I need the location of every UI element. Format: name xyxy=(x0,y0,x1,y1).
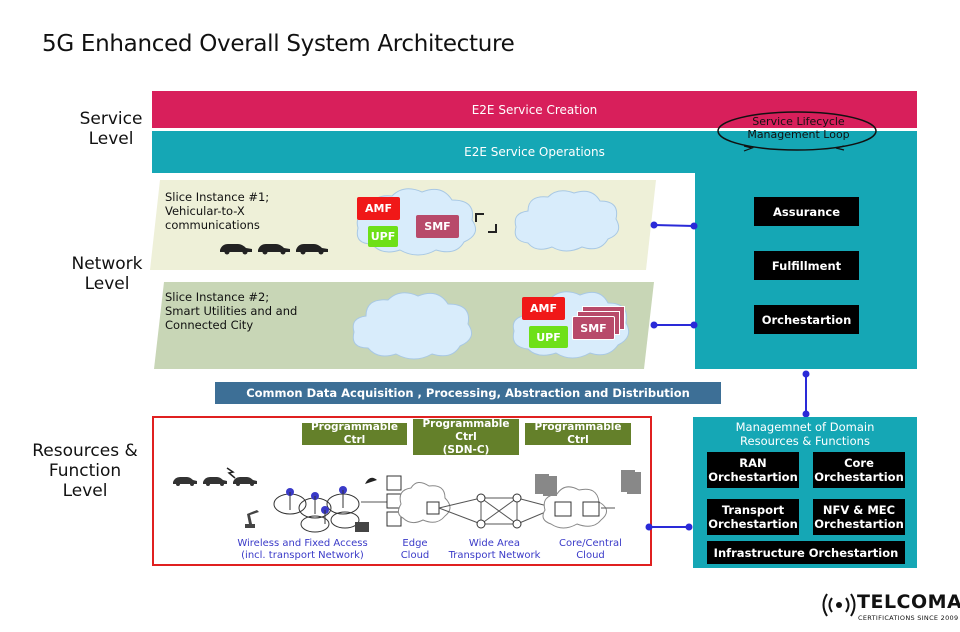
core-orchestration-box: Core Orchestartion xyxy=(813,452,905,488)
slice1-upf-box: UPF xyxy=(368,226,398,247)
core-central-cloud-label: Core/Central Cloud xyxy=(559,538,622,561)
programmable-ctrl-sdnc-label: Programmable Ctrl (SDN-C) xyxy=(422,417,510,456)
e2e-service-operations-label: E2E Service Operations xyxy=(464,145,605,159)
slice1-smf-label: SMF xyxy=(424,220,451,233)
slice2-upf-label: UPF xyxy=(536,330,561,344)
slice2-amf-box: AMF xyxy=(522,297,565,320)
lifecycle-loop-label: Service Lifecycle Management Loop xyxy=(747,115,850,141)
satellite-dish-icon xyxy=(365,477,377,484)
resource-network-diagram xyxy=(173,467,641,533)
factory-icon xyxy=(355,522,369,532)
slice2-smf-box: SMF xyxy=(572,316,615,340)
orchestration-box: Orchestartion xyxy=(754,305,859,334)
programmable-ctrl-3: Programmable Ctrl xyxy=(525,421,631,446)
slice2-amf-label: AMF xyxy=(530,302,557,315)
programmable-ctrl-sdnc: Programmable Ctrl (SDN-C) xyxy=(413,417,519,456)
ran-orchestration-label: RAN Orchestartion xyxy=(708,456,798,484)
slice1-amf-label: AMF xyxy=(365,202,392,215)
e2e-service-operations-bar: E2E Service Operations xyxy=(152,131,917,173)
infrastructure-orchestration-box: Infrastructure Orchestartion xyxy=(707,541,905,564)
slice2-cloud-icon xyxy=(352,292,473,360)
fulfillment-label: Fulfillment xyxy=(771,258,842,273)
transport-orchestration-box: Transport Orchestartion xyxy=(707,499,799,535)
slice1-label: Slice Instance #1; Vehicular-to-X commun… xyxy=(165,190,270,232)
service-level-label: Service Level xyxy=(79,109,143,149)
resource-connector xyxy=(645,523,693,531)
nfv-mec-orchestration-label: NFV & MEC Orchestartion xyxy=(814,503,904,531)
fulfillment-box: Fulfillment xyxy=(754,251,859,280)
programmable-ctrl-3-label: Programmable Ctrl xyxy=(534,421,622,446)
telcoma-logo-name: TELCOMA xyxy=(857,591,960,613)
slice2-upf-box: UPF xyxy=(529,326,568,348)
slice2-label: Slice Instance #2; Smart Utilities and a… xyxy=(165,290,298,332)
e2e-service-creation-bar: E2E Service Creation xyxy=(152,91,917,128)
wireless-access-label: Wireless and Fixed Access (incl. transpo… xyxy=(237,538,368,561)
infrastructure-orchestration-label: Infrastructure Orchestartion xyxy=(713,545,899,560)
slice2-smf-label: SMF xyxy=(580,321,607,335)
resource-cars-icon xyxy=(173,477,257,486)
assurance-box: Assurance xyxy=(754,197,859,226)
slice1-smf-box: SMF xyxy=(416,215,459,238)
e2e-service-creation-label: E2E Service Creation xyxy=(471,102,598,117)
expand-corner-icon xyxy=(475,213,497,233)
resources-level-label: Resources & Function Level xyxy=(32,441,138,501)
wide-area-transport-label: Wide Area Transport Network xyxy=(448,538,541,561)
transport-orchestration-label: Transport Orchestartion xyxy=(708,503,798,531)
cars-icon xyxy=(220,244,328,255)
edge-cloud-label: Edge Cloud xyxy=(400,538,430,561)
page-title: 5G Enhanced Overall System Architecture xyxy=(42,31,515,57)
programmable-ctrl-1: Programmable Ctrl xyxy=(302,421,407,446)
telcoma-logo-icon xyxy=(822,593,856,617)
programmable-ctrl-1-label: Programmable Ctrl xyxy=(310,421,399,446)
core-orchestration-label: Core Orchestartion xyxy=(814,456,904,484)
robot-arm-icon xyxy=(245,510,259,528)
slice-connectors xyxy=(650,221,698,329)
slice1-cloud2-icon xyxy=(514,190,620,252)
nfv-mec-orchestration-box: NFV & MEC Orchestartion xyxy=(813,499,905,535)
vertical-connector xyxy=(802,370,810,418)
server-rack-icon xyxy=(535,470,641,496)
slice1-amf-box: AMF xyxy=(357,197,400,220)
network-level-label: Network Level xyxy=(71,254,143,294)
domain-management-title: Managemnet of Domain Resources & Functio… xyxy=(735,420,875,448)
assurance-label: Assurance xyxy=(772,204,840,219)
orchestration-label: Orchestartion xyxy=(761,312,852,327)
telcoma-logo-tagline: CERTIFICATIONS SINCE 2009 xyxy=(858,614,959,622)
ran-orchestration-box: RAN Orchestartion xyxy=(707,452,799,488)
common-data-bar: Common Data Acquisition , Processing, Ab… xyxy=(215,382,721,404)
lifecycle-loop-ellipse xyxy=(717,111,877,152)
common-data-label: Common Data Acquisition , Processing, Ab… xyxy=(246,386,690,400)
slice1-upf-label: UPF xyxy=(370,230,396,243)
